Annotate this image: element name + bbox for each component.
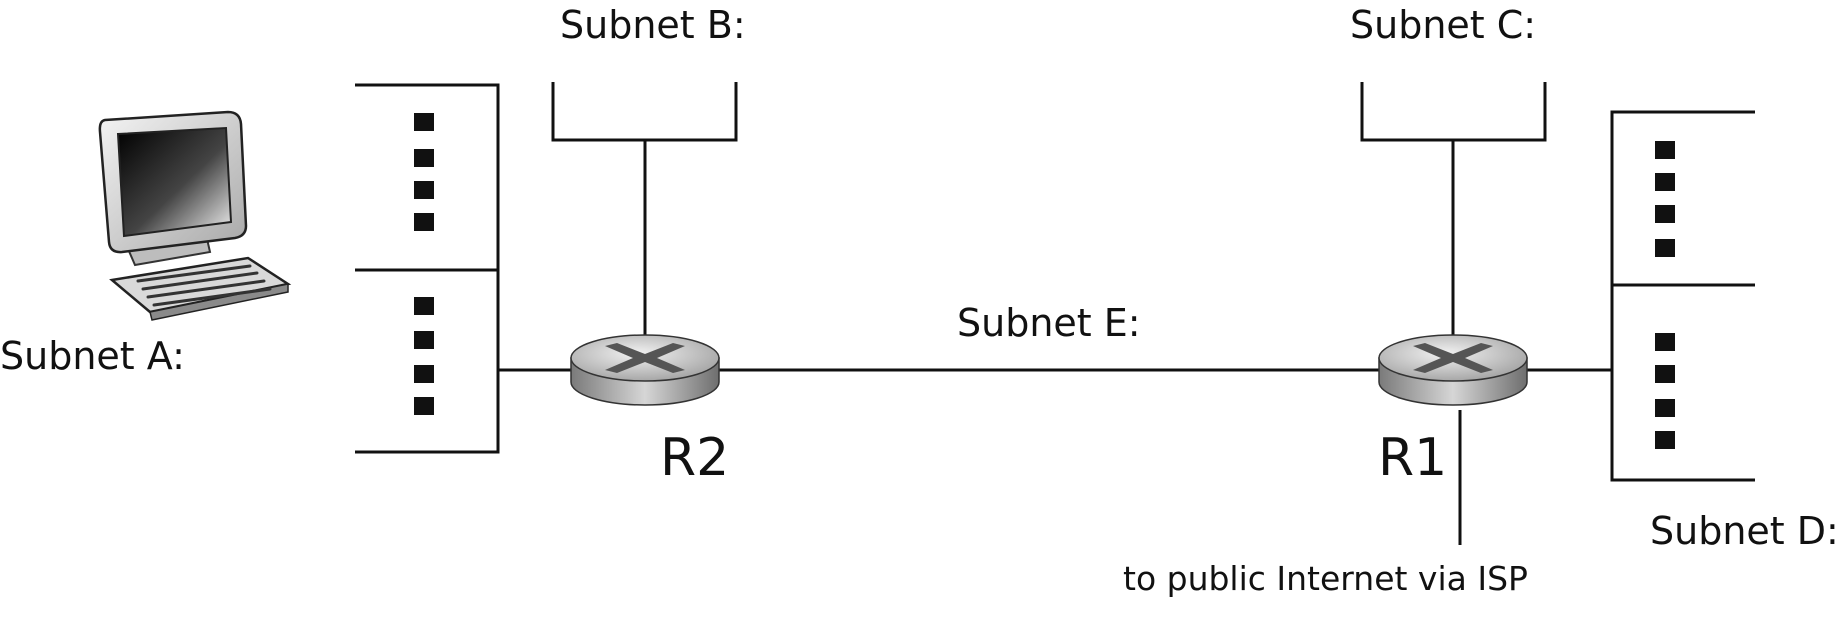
subnet-b-link [551,82,738,338]
subnet-a-label: Subnet A: [0,334,185,378]
subnet-b-label: Subnet B: [560,3,746,47]
router-r2-label: R2 [660,428,730,488]
isp-uplink-label: to public Internet via ISP [1123,559,1528,598]
computer-icon [98,110,292,321]
switch-port-icon [414,113,434,415]
router-r1-label: R1 [1378,428,1448,488]
subnet-c-label: Subnet C: [1350,3,1537,47]
subnet-d-label: Subnet D: [1650,509,1839,553]
router-icon [570,334,720,406]
subnet-d-switch [1610,110,1755,482]
switch-port-icon [1655,141,1675,449]
subnet-a-switch [355,83,500,454]
router-icon [1378,334,1528,406]
subnet-c-link [1360,82,1547,338]
subnet-e-label: Subnet E: [957,301,1141,345]
